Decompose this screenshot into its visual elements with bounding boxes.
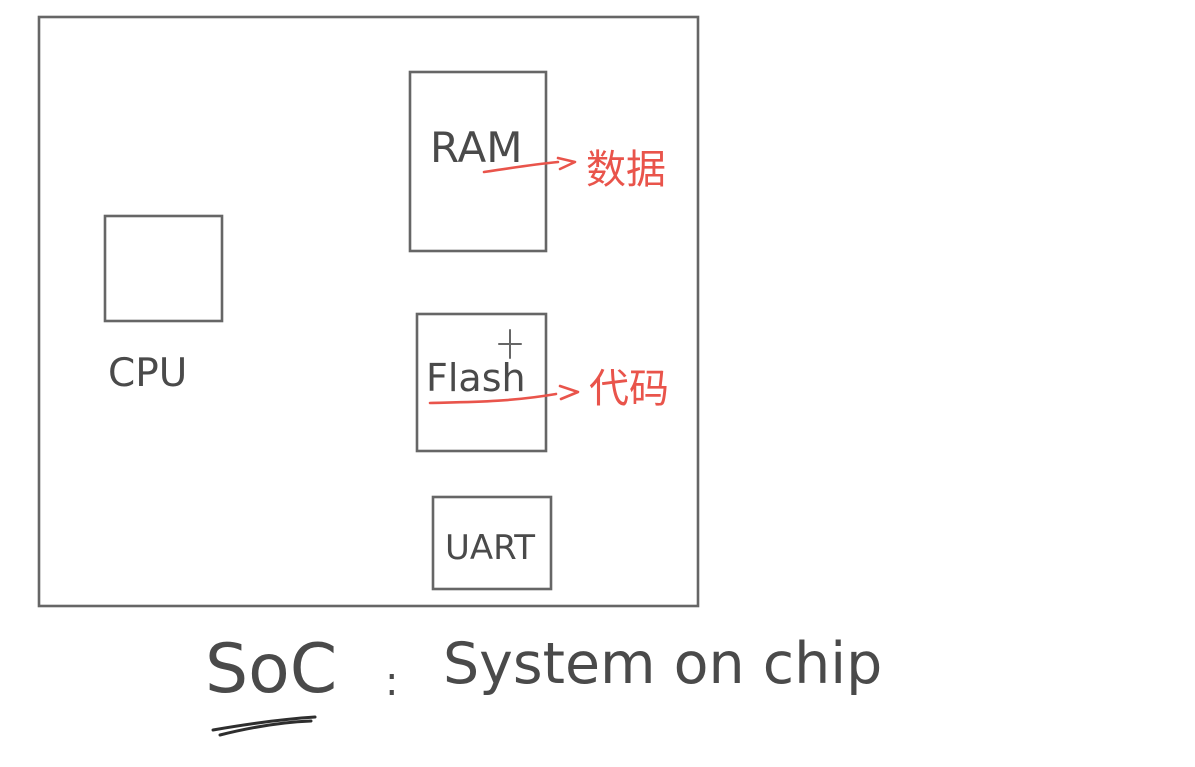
cursor-crosshair-icon (498, 329, 522, 359)
flash-block (415, 312, 548, 453)
flash-underline-stroke (428, 392, 558, 405)
uart-block (431, 495, 553, 591)
uart-label: UART (445, 528, 535, 568)
flash-annotation: 代码 (589, 366, 669, 412)
ram-annotation: 数据 (586, 147, 666, 193)
ram-block (408, 70, 548, 253)
cpu-block (103, 214, 224, 323)
caption-separator: : (385, 659, 398, 705)
cpu-label: CPU (108, 351, 187, 396)
caption-underline-stroke-2 (218, 719, 313, 737)
soc-boundary-box (37, 15, 700, 608)
ram-arrow-icon (556, 156, 577, 171)
caption-expansion: System on chip (443, 631, 882, 697)
ram-underline-stroke (482, 160, 560, 174)
caption-abbreviation: SoC (205, 630, 337, 709)
ram-label: RAM (430, 123, 522, 172)
flash-arrow-icon (558, 384, 580, 401)
flash-label: Flash (426, 356, 526, 400)
caption-underline-stroke-1 (211, 715, 317, 732)
